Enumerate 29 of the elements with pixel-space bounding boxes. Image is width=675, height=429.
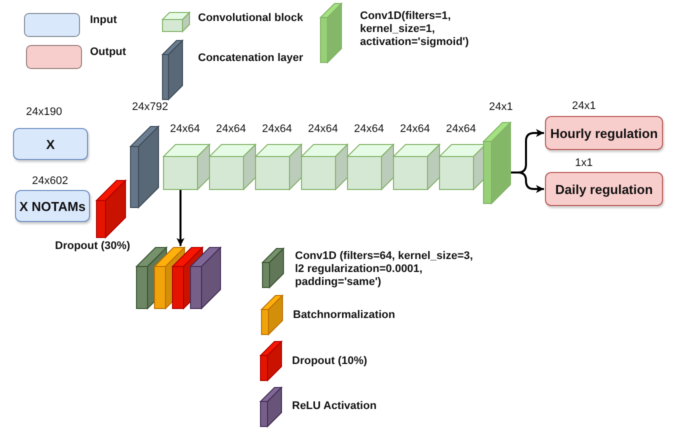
layer-label: Dropout (30%): [55, 240, 130, 252]
legend-label: Conv1D(filters=1, kernel_size=1, activation='sigmoid'): [360, 10, 470, 49]
size-label: 1x1: [575, 157, 593, 169]
size-label: 24x64: [170, 123, 200, 135]
size-label: 24x1: [489, 101, 513, 113]
arrow: [511, 172, 544, 193]
size-label: 24x792: [132, 101, 168, 113]
size-label: 24x64: [216, 123, 246, 135]
legend-label: ReLU Activation: [292, 400, 377, 412]
arrow: [176, 190, 184, 246]
size-label: 24x64: [308, 123, 338, 135]
legend-label: Concatenation layer: [198, 52, 304, 64]
size-label: 24x64: [400, 123, 430, 135]
size-label: 24x64: [262, 123, 292, 135]
legend-label: Batchnormalization: [293, 309, 396, 321]
size-label: 24x64: [446, 123, 476, 135]
size-label: 24x1: [572, 100, 596, 112]
output-box: Hourly regulation: [545, 116, 663, 150]
input-box: X NOTAMs: [15, 190, 90, 222]
size-label: 24x64: [354, 123, 384, 135]
legend-label: Output: [90, 46, 126, 58]
input-box: X: [13, 128, 88, 160]
size-label: 24x190: [26, 106, 62, 118]
output-box: Daily regulation: [545, 172, 663, 206]
legend-label: Dropout (10%): [292, 355, 368, 367]
size-label: 24x602: [32, 175, 68, 187]
legend-label: Convolutional block: [198, 12, 304, 24]
legend-label: Input: [90, 14, 117, 26]
legend-label: Conv1D (filters=64, kernel_size=3, l2 regularization=0.0001, padding='same'): [295, 250, 474, 289]
